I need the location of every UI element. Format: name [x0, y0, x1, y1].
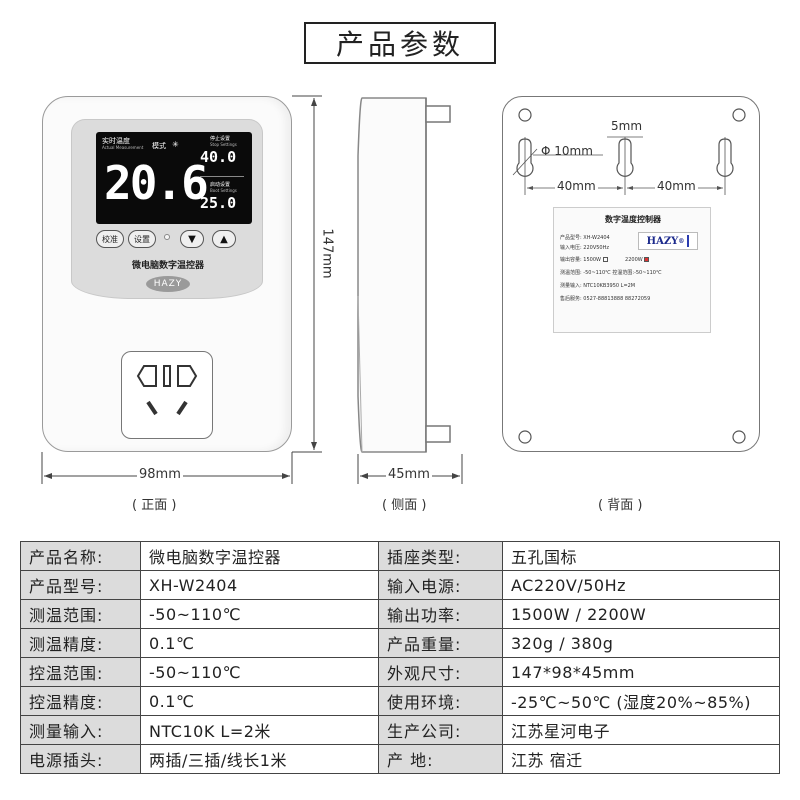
spec-key: 控温范围: — [20, 657, 141, 687]
start-label: 启动设置 — [210, 182, 231, 188]
table-row: 产品名称:微电脑数字温控器插座类型:五孔国标 — [20, 541, 780, 571]
back-view-device: Φ 10mm 5mm 40mm 40mm 数字温度控制器 HAZY ® 产品型号… — [502, 96, 760, 452]
stop-label: 停止设置 — [210, 136, 231, 142]
table-row: 测量输入:NTC10K L=2米生产公司:江苏星河电子 — [20, 715, 780, 745]
slot-width-dimension: 5mm — [611, 119, 643, 133]
spec-value: XH-W2404 — [140, 570, 379, 600]
start-value: 25.0 — [200, 194, 237, 212]
control-panel: 实时温度 Actual Measurement 模式 ✳ 停止设置 Stop S… — [71, 119, 263, 299]
spec-value: NTC10K L=2米 — [140, 715, 379, 745]
lcd-separator — [200, 176, 244, 177]
spacing-left-dimension: 40mm — [555, 179, 598, 193]
spec-key: 插座类型: — [378, 541, 503, 571]
socket-holes-icon — [136, 365, 198, 416]
spec-value: 147*98*45mm — [502, 657, 780, 687]
up-button[interactable]: ▲ — [212, 230, 236, 248]
spec-value: 320g / 380g — [502, 628, 780, 658]
registered-mark: ® — [678, 237, 685, 245]
spec-key: 控温精度: — [20, 686, 141, 716]
spec-key: 产品名称: — [20, 541, 141, 571]
spec-key: 电源插头: — [20, 744, 141, 774]
settings-button[interactable]: 设置 — [128, 230, 156, 248]
lcd-display: 实时温度 Actual Measurement 模式 ✳ 停止设置 Stop S… — [96, 132, 252, 224]
label-power-2200: 2200W — [625, 257, 643, 263]
spec-value: 江苏 宿迁 — [502, 744, 780, 774]
product-label-sticker: 数字温度控制器 HAZY ® 产品型号: XH-W2404 输入电压: 220V… — [553, 207, 711, 333]
width-dimension: 98mm — [137, 467, 183, 482]
hole-diameter-dimension: Φ 10mm — [541, 144, 593, 158]
spec-key: 产品型号: — [20, 570, 141, 600]
spec-value: -50~110℃ — [140, 599, 379, 629]
realtime-label: 实时温度 — [102, 137, 130, 145]
main-temperature-value: 20.6 — [104, 156, 209, 210]
label-title: 数字温度控制器 — [605, 215, 661, 224]
label-power: 输出容量: 1500W 2200W — [560, 256, 650, 263]
panel-name: 微电脑数字温控器 — [131, 261, 204, 271]
spec-key: 输入电源: — [378, 570, 503, 600]
sun-icon: ✳ — [172, 140, 179, 149]
spec-key: 产 地: — [378, 744, 503, 774]
back-caption: ( 背面 ) — [598, 498, 643, 513]
spec-key: 测量输入: — [20, 715, 141, 745]
table-row: 电源插头:两插/三插/线长1米产 地:江苏 宿迁 — [20, 744, 780, 774]
page-title: 产品参数 — [304, 22, 496, 64]
spec-value: AC220V/50Hz — [502, 570, 780, 600]
spec-value: 两插/三插/线长1米 — [140, 744, 379, 774]
stop-value: 40.0 — [200, 148, 237, 166]
front-caption: ( 正面 ) — [132, 498, 177, 513]
side-caption: ( 侧面 ) — [382, 498, 427, 513]
spec-value: 1500W / 2200W — [502, 599, 780, 629]
spec-value: -25℃~50℃ (湿度20%~85%) — [502, 686, 780, 716]
height-dimension: 147mm — [319, 226, 335, 281]
spec-key: 测温精度: — [20, 628, 141, 658]
spec-value: 0.1℃ — [140, 686, 379, 716]
spec-key: 产品重量: — [378, 628, 503, 658]
label-model: 产品型号: XH-W2404 — [560, 235, 610, 241]
spec-value: -50~110℃ — [140, 657, 379, 687]
label-brand: HAZY — [646, 235, 679, 247]
label-input: 测量输入: NTC10KB3950 L=2M — [560, 283, 636, 289]
power-socket — [121, 351, 213, 439]
spec-value: 微电脑数字温控器 — [140, 541, 379, 571]
spec-key: 生产公司: — [378, 715, 503, 745]
side-view-device — [356, 96, 452, 454]
checkbox-2200 — [644, 257, 650, 262]
brand-bar — [687, 235, 690, 247]
spec-key: 输出功率: — [378, 599, 503, 629]
stop-sub-label: Stop Settings — [210, 142, 237, 147]
spec-value: 江苏星河电子 — [502, 715, 780, 745]
realtime-sub-label: Actual Measurement — [102, 145, 144, 150]
label-power-1500: 输出容量: 1500W — [560, 257, 601, 263]
spacing-right-dimension: 40mm — [655, 179, 698, 193]
side-outline — [357, 97, 451, 453]
down-button[interactable]: ▼ — [180, 230, 204, 248]
spec-key: 使用环境: — [378, 686, 503, 716]
checkbox-1500 — [602, 257, 608, 262]
spec-key: 测温范围: — [20, 599, 141, 629]
start-sub-label: Boot Settings — [210, 188, 237, 193]
front-view-device: 实时温度 Actual Measurement 模式 ✳ 停止设置 Stop S… — [42, 96, 292, 452]
label-brand-logo: HAZY ® — [638, 232, 698, 250]
label-range: 测温范围: -50~110℃ 控温范围:-50~110℃ — [560, 270, 662, 276]
status-led — [164, 234, 170, 240]
label-service: 售后服务: 0527-88813888 88272059 — [560, 296, 651, 302]
calibrate-button[interactable]: 校准 — [96, 230, 124, 248]
label-voltage: 输入电压: 220V50Hz — [560, 245, 609, 251]
mode-label: 模式 — [152, 142, 166, 150]
spec-key: 外观尺寸: — [378, 657, 503, 687]
spec-value: 五孔国标 — [502, 541, 780, 571]
depth-dimension: 45mm — [386, 467, 432, 482]
spec-value: 0.1℃ — [140, 628, 379, 658]
up-arrow-icon: ▲ — [220, 233, 228, 245]
brand-logo: HAZY — [146, 276, 190, 292]
down-arrow-icon: ▼ — [188, 233, 196, 245]
